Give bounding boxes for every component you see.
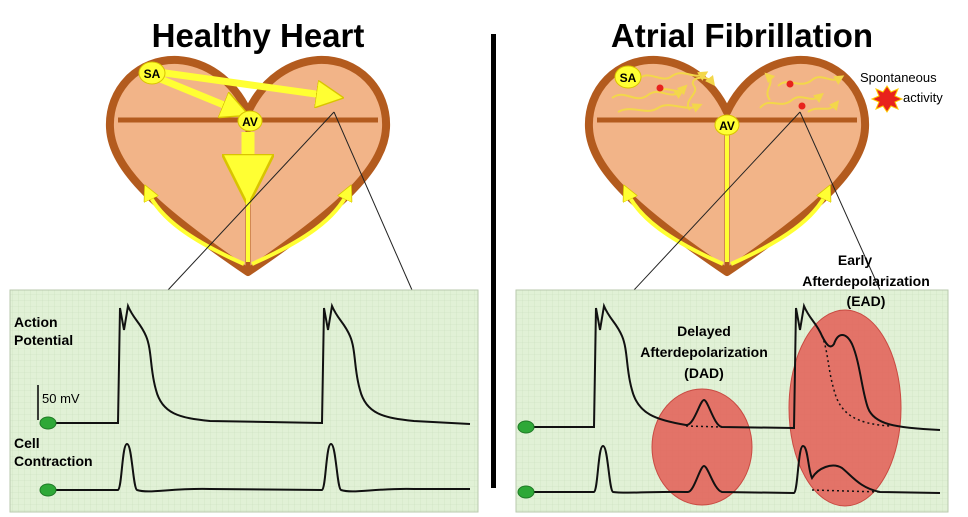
zoom-line-right-afib	[799, 111, 881, 291]
spontaneous-activity-icon	[870, 85, 904, 113]
ead-label-1: Early	[838, 252, 872, 268]
cell-contraction-label-2: Contraction	[14, 453, 93, 469]
zoom-line-left	[167, 111, 335, 291]
spontaneous-label-1: Spontaneous	[860, 70, 937, 85]
electrode-ap-afib	[517, 420, 535, 434]
ead-highlight	[788, 309, 902, 507]
spontaneous-label-2: activity	[903, 90, 943, 105]
dad-baseline-dotted	[685, 425, 723, 428]
action-potential-label-1: Action	[14, 314, 58, 330]
sa-node-label-afib: SA	[620, 71, 637, 85]
electrode-ap-healthy	[39, 416, 57, 430]
scale-bar-label: 50 mV	[42, 391, 80, 406]
dad-label-3: (DAD)	[684, 365, 724, 381]
afib-contraction-trace	[528, 444, 941, 495]
panel-divider	[491, 34, 496, 488]
av-node-label: AV	[242, 115, 258, 129]
healthy-contraction-trace	[50, 442, 470, 493]
dad-label-1: Delayed	[677, 323, 731, 339]
right-title: Atrial Fibrillation	[611, 17, 873, 54]
dad-highlight	[651, 388, 753, 506]
afib-heart: SA AV	[584, 55, 870, 276]
ead-label-3: (EAD)	[847, 293, 886, 309]
ead-baseline-dotted	[821, 335, 891, 427]
healthy-action-potential-trace	[50, 302, 471, 425]
zoom-line-left-afib	[633, 111, 801, 291]
av-node-label-afib: AV	[719, 119, 735, 133]
zoom-line-right	[333, 111, 413, 291]
dad-label-2: Afterdepolarization	[640, 344, 768, 360]
healthy-trace-panel	[9, 289, 479, 513]
electrode-contraction-healthy	[39, 483, 57, 497]
healthy-heart: SA AV	[105, 55, 391, 276]
ead-label-2: Afterdepolarization	[802, 273, 930, 289]
cell-contraction-label-1: Cell	[14, 435, 40, 451]
ead-contraction-dotted	[811, 489, 881, 493]
electrode-contraction-afib	[517, 485, 535, 499]
sa-node-label: SA	[144, 67, 161, 81]
left-title: Healthy Heart	[152, 17, 365, 54]
afib-action-potential-trace	[528, 302, 941, 431]
action-potential-label-2: Potential	[14, 332, 73, 348]
